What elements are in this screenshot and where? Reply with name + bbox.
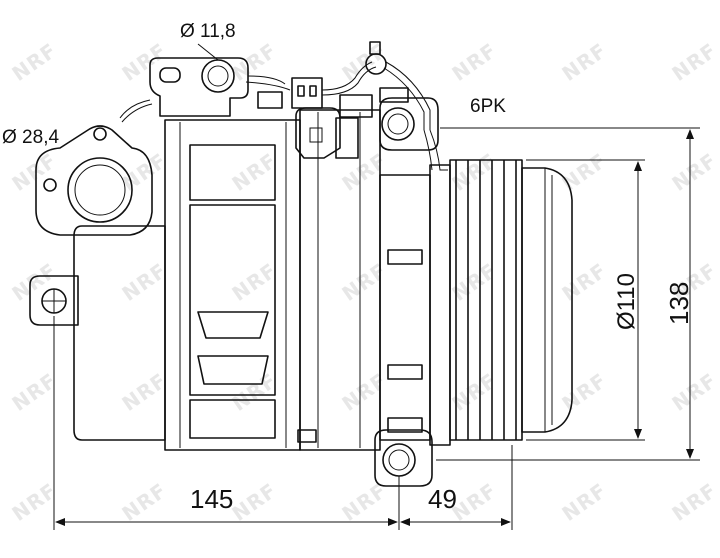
suction-port-flange	[35, 125, 153, 236]
connector-block	[257, 77, 409, 159]
length-dimension-label: 145	[190, 484, 233, 514]
discharge-port-flange	[149, 57, 249, 117]
pulley-offset-label: 49	[428, 484, 457, 514]
lower-bolt-boss	[374, 429, 433, 487]
clutch-pulley	[449, 159, 573, 441]
discharge-port-diameter-label: Ø 11,8	[180, 21, 236, 42]
belt-profile-label: 6PK	[470, 96, 506, 117]
upper-bolt-boss	[379, 97, 439, 151]
height-dimension-label: 138	[664, 282, 694, 325]
pulley-diameter-label: Ø110	[613, 273, 640, 330]
suction-port-diameter-label: Ø 28,4	[2, 127, 59, 148]
mounting-ear-left	[29, 275, 79, 326]
wiring	[119, 41, 448, 171]
dimension-lines	[53, 43, 700, 530]
compressor-body	[73, 109, 451, 451]
